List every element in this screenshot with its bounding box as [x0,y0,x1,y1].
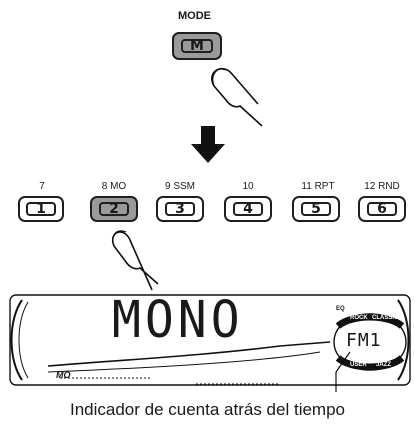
eq-jazz-label: JAZZ [376,362,391,368]
mode-label: MODE [178,10,211,22]
mo-indicator: MO [56,370,71,380]
mode-button[interactable]: M [172,32,222,60]
preset-key-4[interactable]: 4 [224,196,272,222]
key-label-5: 11 RPT [301,181,335,192]
key-label-4: 10 [242,181,254,192]
key-label-3: 9 SSM [164,181,195,192]
preset-key-1[interactable]: 1 [18,196,64,222]
eq-indicator: EQ [336,306,345,312]
preset-key-5-number: 5 [300,201,332,217]
preset-key-4-number: 4 [232,201,264,217]
key-label-1: 7 [39,181,45,192]
preset-key-3[interactable]: 3 [156,196,204,222]
down-arrow-icon [191,126,225,163]
key-label-6: 12 RND [364,181,400,192]
lcd-display-frame [9,294,411,392]
preset-key-5[interactable]: 5 [292,196,340,222]
eq-classic-label: CLASSIC [372,315,399,321]
band-indicator: FM1 [346,330,382,351]
finger-icon [211,68,263,127]
eq-user-label: USER [350,362,367,368]
preset-key-2[interactable]: 2 [90,196,138,222]
preset-key-6-number: 6 [366,201,398,217]
display-main-text: MONO [112,290,244,350]
preset-key-3-number: 3 [164,201,196,217]
key-label-2: 8 MO [101,181,127,192]
caption: Indicador de cuenta atrás del tiempo [69,400,345,419]
preset-key-6[interactable]: 6 [358,196,406,222]
preset-key-2-number: 2 [98,201,130,217]
mode-button-face: M [180,38,214,54]
preset-key-1-number: 1 [26,201,56,217]
eq-rock-label: ROCK [350,315,368,321]
finger-icon [111,231,159,291]
